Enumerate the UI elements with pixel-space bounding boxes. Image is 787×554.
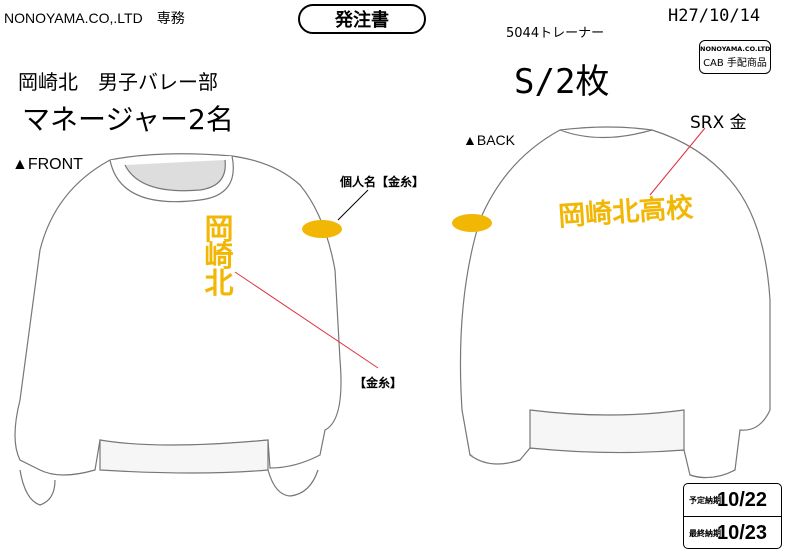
product-name: 5044トレーナー bbox=[506, 26, 605, 41]
logo-line1: NONOYAMA.CO.LTD bbox=[700, 45, 771, 53]
back-font-label: SRX 金 bbox=[690, 113, 747, 133]
thread-leader-line bbox=[234, 271, 379, 369]
final-delivery-date: 10/23 bbox=[717, 521, 768, 544]
final-delivery-label: 最終納期 bbox=[689, 528, 721, 538]
back-label: ▲BACK bbox=[463, 132, 515, 148]
front-sweatshirt bbox=[14, 153, 342, 506]
personal-name-label: 個人名【金糸】 bbox=[340, 175, 425, 189]
front-label: ▲FRONT bbox=[12, 156, 83, 173]
size-quantity: S/2枚 bbox=[514, 62, 610, 102]
team-name: 岡崎北 男子バレー部 bbox=[18, 70, 218, 94]
planned-delivery-date: 10/22 bbox=[717, 488, 768, 511]
name-leader-line bbox=[337, 189, 369, 221]
final-delivery-row: 最終納期 10/23 bbox=[684, 517, 781, 549]
planned-delivery-row: 予定納期 10/22 bbox=[684, 484, 781, 517]
back-sweatshirt bbox=[459, 126, 771, 479]
order-date: H27/10/14 bbox=[668, 6, 761, 26]
company-name: NONOYAMA.CO,.LTD 専務 bbox=[4, 10, 185, 26]
gold-thread-label: 【金糸】 bbox=[354, 376, 403, 390]
planned-delivery-label: 予定納期 bbox=[689, 495, 721, 505]
back-sleeve-name-mark bbox=[452, 214, 492, 232]
delivery-dates-box: 予定納期 10/22 最終納期 10/23 bbox=[683, 483, 782, 549]
font-leader-line bbox=[649, 127, 706, 196]
company-logo: NONOYAMA.CO.LTD CAB 手配商品 bbox=[699, 40, 771, 74]
order-form-title: 発注書 bbox=[298, 4, 426, 34]
front-embroidery-text: 岡崎北 bbox=[204, 212, 234, 300]
logo-line2: CAB 手配商品 bbox=[703, 58, 767, 69]
manager-count: マネージャー2名 bbox=[22, 103, 234, 136]
front-sleeve-name-mark bbox=[302, 220, 342, 238]
